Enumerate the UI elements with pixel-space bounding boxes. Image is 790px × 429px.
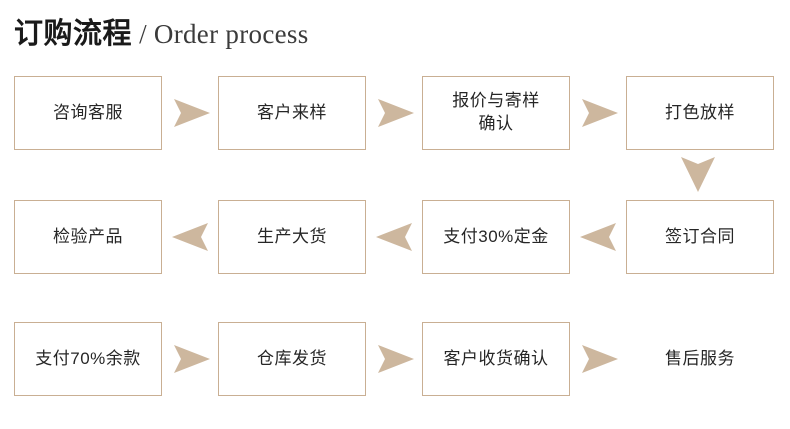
flow-step-label: 检验产品 (53, 226, 123, 246)
flow-step-pay-70-balance[interactable]: 支付70%余款 (14, 322, 162, 396)
flow-step-label: 打色放样 (665, 102, 735, 122)
arrow-right-icon (168, 93, 214, 133)
flow-step-label: 客户收货确认 (443, 348, 549, 368)
flow-step-quote-and-sample-confirm[interactable]: 报价与寄样 确认 (422, 76, 570, 150)
page-title: 订购流程 / Order process (14, 20, 309, 49)
flow-step-label: 售后服务 (665, 348, 735, 368)
flow-step-label: 签订合同 (665, 226, 735, 246)
arrow-down-icon (676, 152, 720, 196)
flow-step-color-matching[interactable]: 打色放样 (626, 76, 774, 150)
arrow-right-icon (372, 339, 418, 379)
flow-step-label: 仓库发货 (257, 348, 327, 368)
arrow-left-icon (372, 217, 418, 257)
flow-step-label: 生产大货 (257, 226, 327, 246)
flow-step-label: 支付70%余款 (35, 348, 141, 368)
flow-step-pay-30-deposit[interactable]: 支付30%定金 (422, 200, 570, 274)
flow-step-customer-sample[interactable]: 客户来样 (218, 76, 366, 150)
flow-step-label: 支付30%定金 (443, 226, 549, 246)
flow-step-label: 报价与寄样 确认 (452, 91, 540, 133)
page-title-english: / Order process (132, 19, 309, 49)
flow-step-customer-receipt-confirm[interactable]: 客户收货确认 (422, 322, 570, 396)
flow-step-warehouse-shipment[interactable]: 仓库发货 (218, 322, 366, 396)
page-title-chinese: 订购流程 (14, 18, 133, 50)
flow-step-consult-service[interactable]: 咨询客服 (14, 76, 162, 150)
flow-step-after-sales-service[interactable]: 售后服务 (626, 322, 774, 396)
arrow-left-icon (168, 217, 214, 257)
arrow-right-icon (168, 339, 214, 379)
arrow-left-icon (576, 217, 622, 257)
flow-step-label: 客户来样 (257, 102, 327, 122)
flow-step-sign-contract[interactable]: 签订合同 (626, 200, 774, 274)
flow-step-bulk-production[interactable]: 生产大货 (218, 200, 366, 274)
arrow-right-icon (372, 93, 418, 133)
arrow-right-icon (576, 93, 622, 133)
flow-step-inspect-product[interactable]: 检验产品 (14, 200, 162, 274)
flow-step-label: 咨询客服 (53, 102, 123, 122)
arrow-right-icon (576, 339, 622, 379)
